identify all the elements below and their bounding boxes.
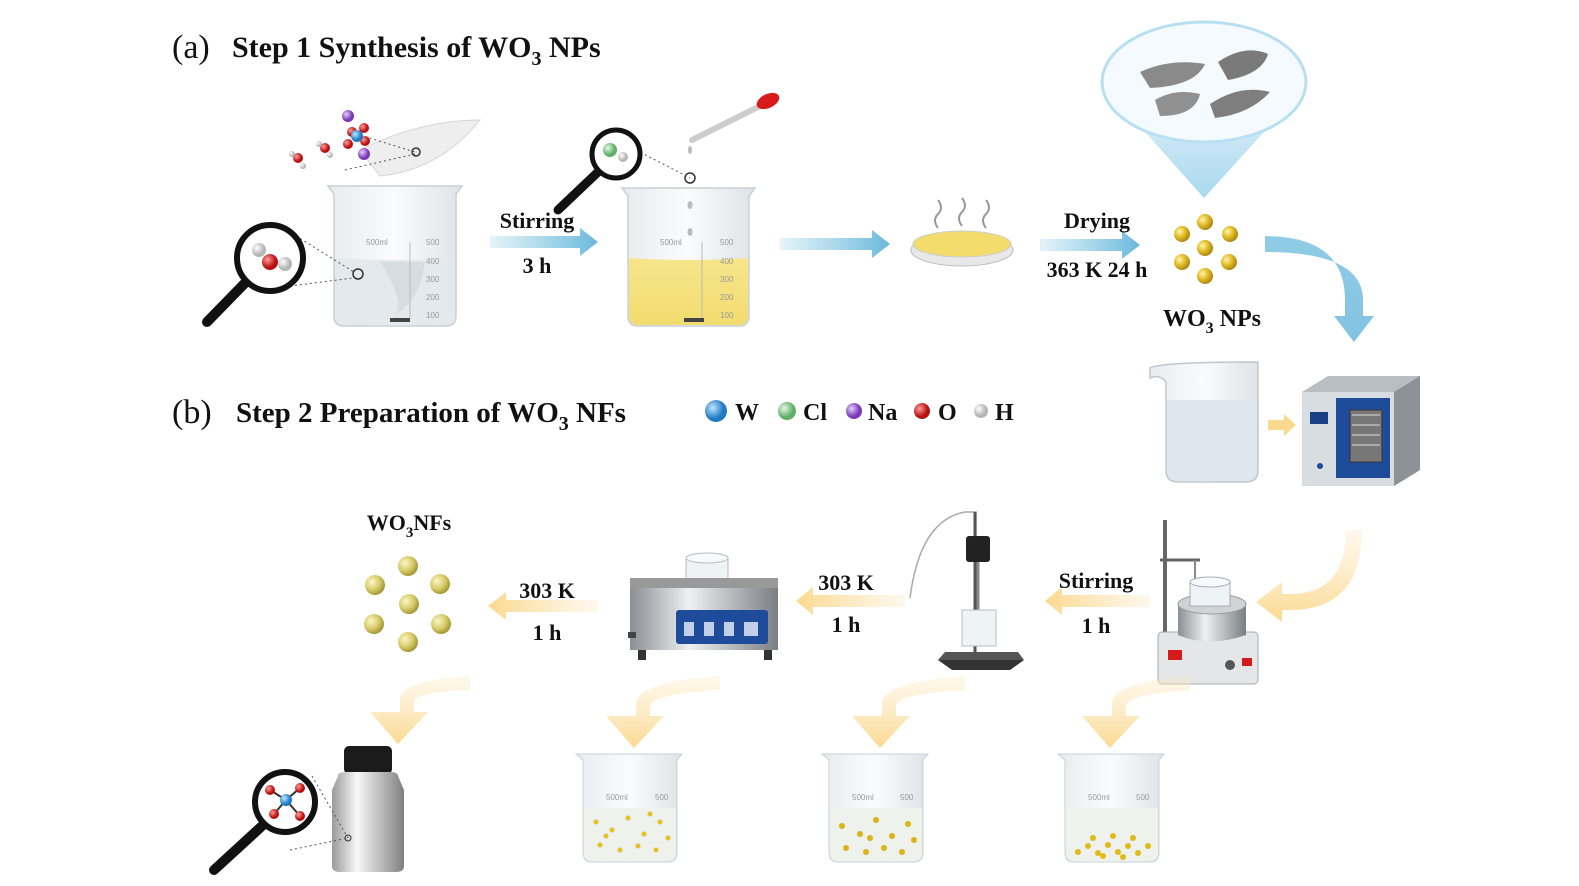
wo3-nps-label: WO3 NPs: [1163, 306, 1261, 337]
scale-label: 500: [655, 793, 669, 802]
legend-o-icon: [914, 403, 930, 419]
scale-label: 300: [720, 275, 734, 284]
panel-b-letter: (b): [172, 394, 212, 431]
beaker-volume-label: 500ml: [606, 793, 628, 802]
step-label: 303 K: [818, 570, 874, 595]
scale-label: 500: [720, 238, 734, 247]
sample-bottle-icon: [289, 746, 404, 872]
arrow-303k-1h-product: 303 K 1 h: [488, 578, 598, 645]
beaker-volume-label: 500ml: [1088, 793, 1110, 802]
scale-label: 100: [720, 311, 734, 320]
down-arrows: [370, 676, 1190, 748]
arrow-to-dispersion: [1265, 236, 1374, 342]
legend-na-label: Na: [868, 400, 897, 426]
step-duration: 363 K 24 h: [1047, 257, 1148, 282]
element-legend: W Cl Na O H: [705, 400, 1014, 426]
legend-cl-icon: [778, 402, 796, 420]
legend-o-label: O: [938, 400, 957, 426]
dropper-icon: [635, 92, 780, 184]
arrow-down-to-beaker: [1082, 676, 1190, 748]
beaker-volume-label: 500ml: [660, 238, 682, 247]
drying-oven-icon: [1302, 376, 1420, 486]
step-label: 303 K: [519, 578, 575, 603]
magnifier-water-molecule-icon: [202, 222, 355, 327]
scale-label: 300: [426, 275, 440, 284]
arrow-stirring-1h: Stirring 1 h: [1045, 568, 1150, 638]
wo3-nfs-particles: [364, 556, 451, 652]
legend-cl-label: Cl: [803, 400, 827, 426]
scale-label: 500: [426, 238, 440, 247]
legend-h-label: H: [995, 400, 1014, 426]
panel-b-heading: Step 2 Preparation of WO3 NFs: [236, 397, 626, 435]
wo3-nfs-label: WO3NFs: [367, 510, 452, 541]
arrow-to-stirrer: [1256, 530, 1362, 622]
petri-dish-evaporation: [910, 197, 1014, 267]
beaker-yellow-solution: 500ml 500 400 300 200 100: [620, 187, 757, 327]
homogenizer-icon: [909, 511, 1024, 670]
magnetic-stirrer-icon: [1157, 520, 1259, 685]
beaker-bottom-3: 500ml 500: [1056, 753, 1166, 863]
step-duration: 1 h: [832, 612, 861, 637]
arrow-to-oven: [1268, 414, 1296, 436]
step-label: Drying: [1064, 208, 1130, 233]
panel-a-heading: Step 1 Synthesis of WO3 NPs: [232, 31, 601, 70]
magnifier-wo3-molecule-icon: [209, 769, 318, 875]
step-label: Stirring: [500, 208, 575, 233]
step-label: Stirring: [1059, 568, 1134, 593]
precursor-molecules: [289, 110, 482, 177]
legend-w-icon: [705, 400, 727, 422]
magnifier-hcl-molecule-icon: [553, 127, 643, 215]
arrow-to-petri-dish: [780, 230, 890, 258]
scale-label: 500: [1136, 793, 1150, 802]
legend-h-icon: [974, 404, 988, 418]
beaker-volume-label: 500ml: [366, 238, 388, 247]
panel-b-title: (b) Step 2 Preparation of WO3 NFs: [172, 394, 626, 435]
scale-label: 400: [720, 257, 734, 266]
arrow-303k-1h-ultrasonic: 303 K 1 h: [796, 570, 905, 637]
beaker-bottom-2: 500ml 500: [820, 753, 930, 863]
scale-label: 400: [426, 257, 440, 266]
beaker-bottom-1: 500ml 500: [574, 753, 684, 863]
arrow-stirring-3h: Stirring 3 h: [490, 208, 598, 278]
scale-label: 100: [426, 311, 440, 320]
panel-a-title: (a) Step 1 Synthesis of WO3 NPs: [172, 29, 601, 70]
step-duration: 1 h: [1082, 613, 1111, 638]
panel-a-letter: (a): [172, 29, 210, 66]
arrow-drying: Drying 363 K 24 h: [1040, 208, 1147, 282]
step-duration: 3 h: [523, 253, 552, 278]
ultrasonic-bath-icon: [628, 552, 778, 660]
arrow-down-to-bottle: [370, 676, 470, 744]
step-duration: 1 h: [533, 620, 562, 645]
legend-na-icon: [846, 403, 862, 419]
wo3-nps-particles: [1174, 214, 1238, 284]
beaker-volume-label: 500ml: [852, 793, 874, 802]
scale-label: 200: [720, 293, 734, 302]
legend-w-label: W: [735, 400, 759, 426]
scale-label: 500: [900, 793, 914, 802]
beaker-water: 500ml 500 400 300 200 100: [326, 185, 464, 327]
arrow-down-to-beaker: [606, 676, 720, 748]
beaker-dispersion: [1149, 361, 1259, 483]
arrow-down-to-beaker: [852, 676, 965, 748]
sem-zoom-cone: [1100, 20, 1308, 198]
scale-label: 200: [426, 293, 440, 302]
